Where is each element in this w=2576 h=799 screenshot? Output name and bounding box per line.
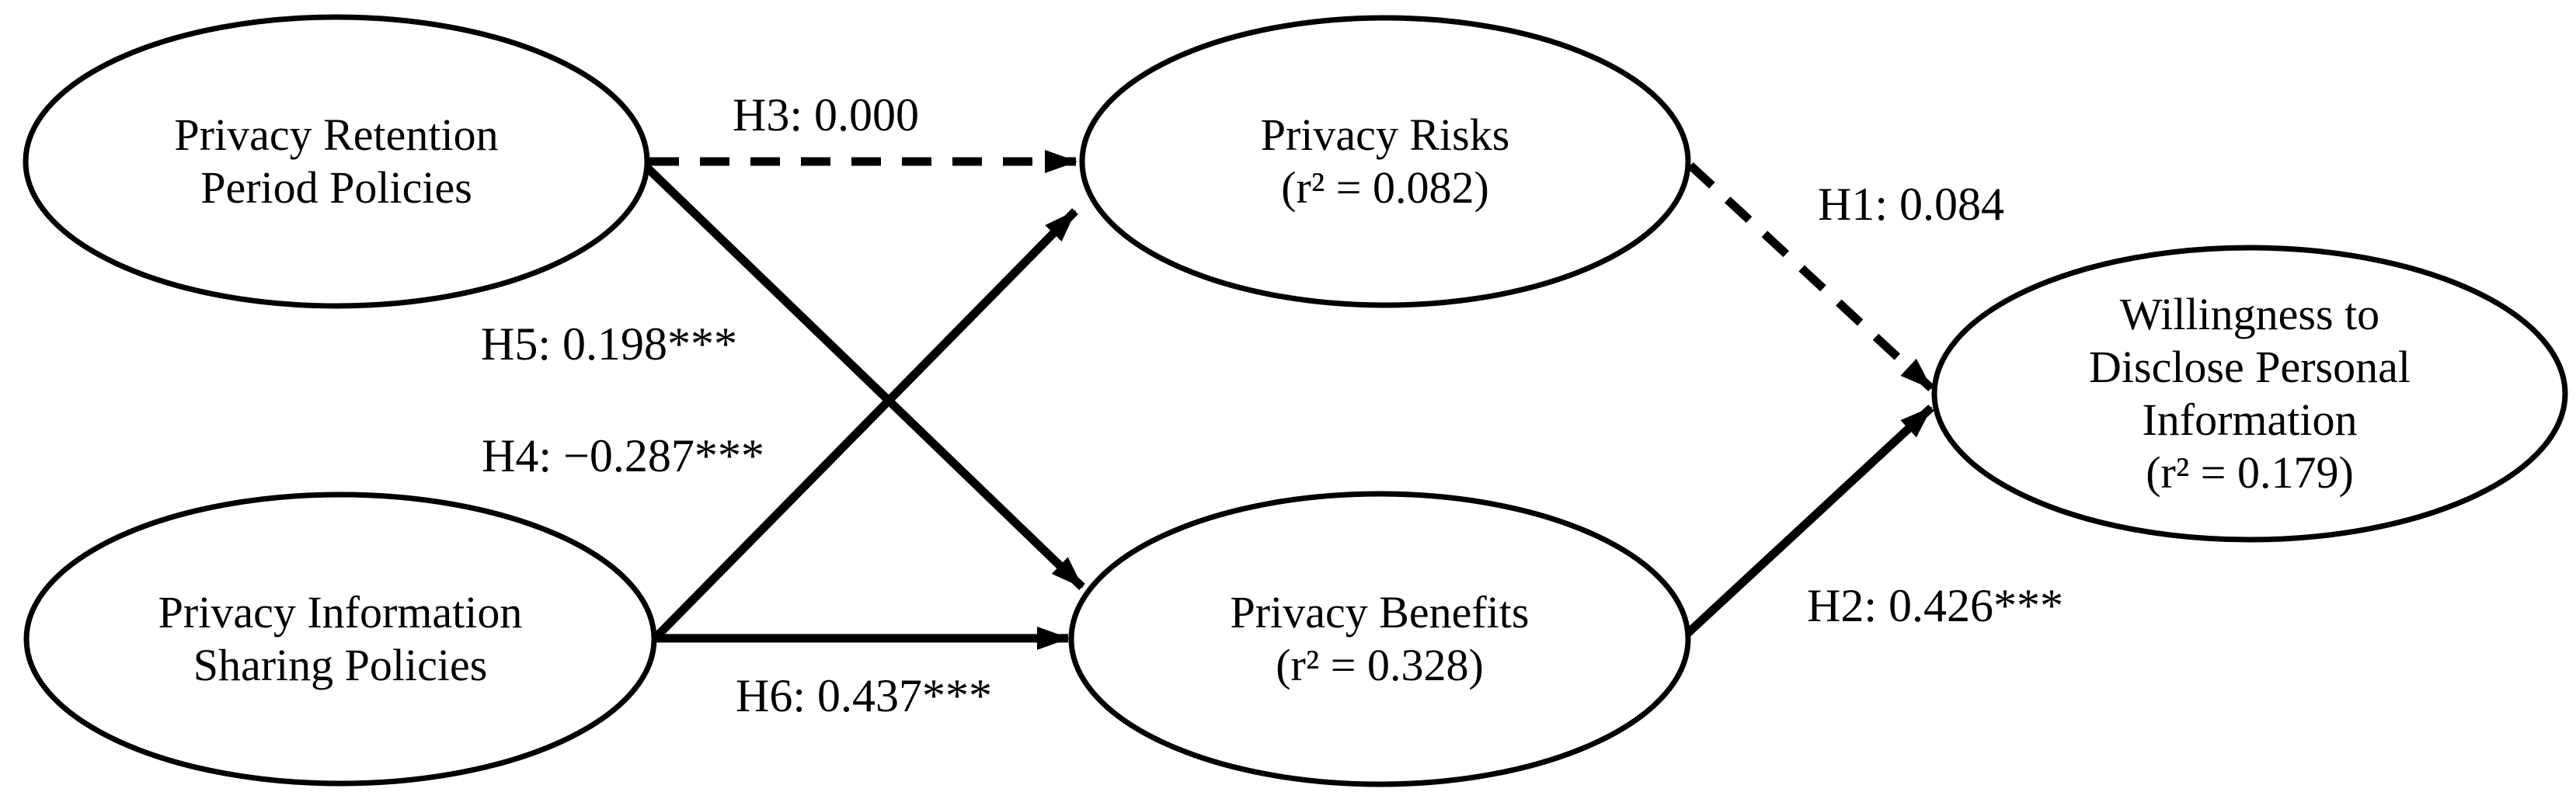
node-label-line: Sharing Policies — [193, 640, 488, 690]
node-label-line: Period Policies — [200, 162, 472, 213]
node-willingness-to-disclose: Willingness to Disclose Personal Informa… — [2089, 288, 2411, 499]
ellipse-privacy-risks — [1079, 15, 1691, 308]
edge-label-h5: H5: 0.198*** — [481, 318, 737, 370]
ellipse-willingness-to-disclose — [1931, 245, 2568, 543]
edge-label-h6: H6: 0.437*** — [736, 670, 992, 721]
edge-label-h4: H4: −0.287*** — [482, 430, 764, 481]
node-r2-line: (r² = 0.179) — [2146, 447, 2354, 498]
node-r2-line: (r² = 0.082) — [1281, 162, 1489, 213]
edge-h1-line — [1687, 162, 1934, 392]
edge-label-h1: H1: 0.084 — [1818, 179, 2004, 230]
node-privacy-retention-period-policies: Privacy Retention Period Policies — [174, 109, 498, 214]
node-label-line: Privacy Information — [158, 587, 523, 637]
node-label-line: Willingness to — [2119, 289, 2380, 339]
node-label-line: Information — [2142, 394, 2358, 445]
edge-h5-line — [655, 208, 1078, 638]
ellipse-privacy-retention-period-policies — [23, 14, 650, 309]
node-r2-line: (r² = 0.328) — [1276, 640, 1484, 690]
node-label-line: Privacy Risks — [1260, 109, 1510, 160]
node-label-line: Privacy Benefits — [1230, 587, 1530, 637]
edge-label-h3: H3: 0.000 — [733, 89, 919, 141]
edge-label-h2: H2: 0.426*** — [1807, 580, 2063, 631]
edge-h2-line — [1684, 404, 1934, 637]
node-privacy-information-sharing-policies: Privacy Information Sharing Policies — [158, 586, 523, 692]
ellipse-privacy-information-sharing-policies — [23, 492, 657, 787]
node-privacy-risks: Privacy Risks (r² = 0.082) — [1261, 109, 1510, 214]
edge-h4-line — [642, 162, 1085, 590]
node-label-line: Privacy Retention — [174, 109, 499, 160]
node-label-line: Disclose Personal — [2089, 342, 2411, 392]
node-privacy-benefits: Privacy Benefits (r² = 0.328) — [1231, 586, 1530, 692]
ellipse-privacy-benefits — [1068, 491, 1691, 787]
